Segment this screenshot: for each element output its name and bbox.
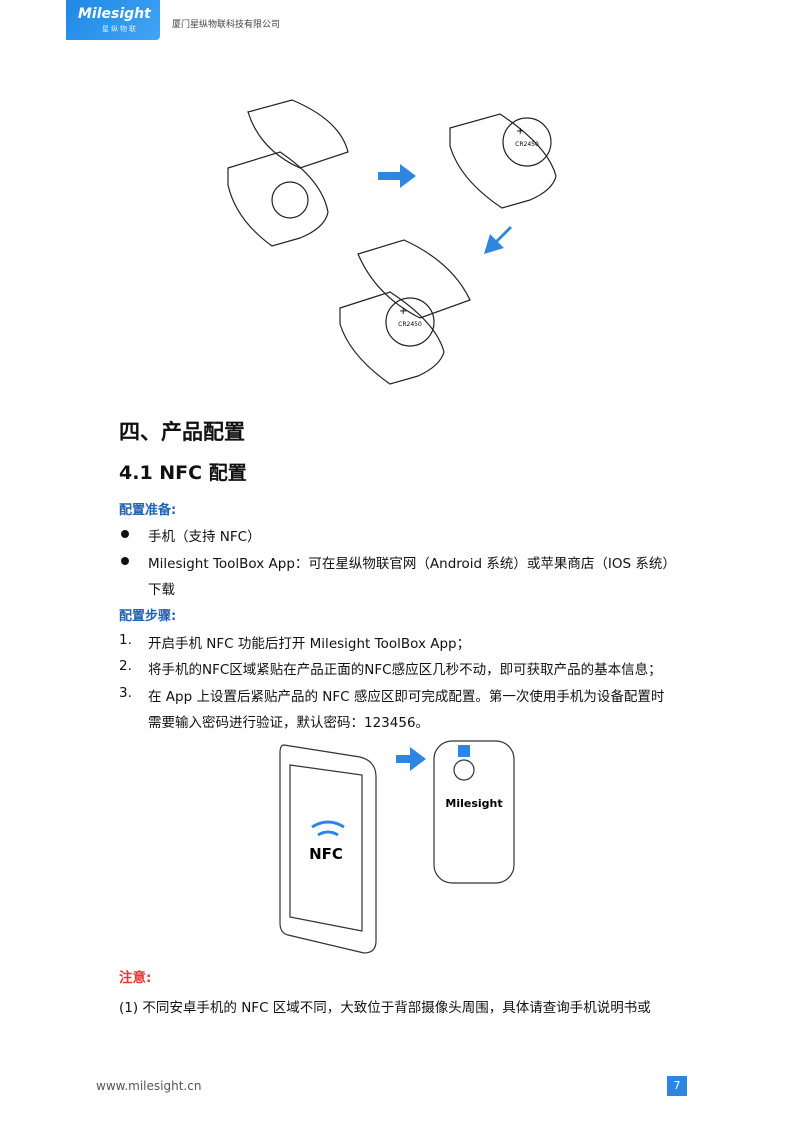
- bullet: [121, 557, 129, 565]
- battery-3: [385, 297, 435, 347]
- step-num-1: 1.: [119, 632, 132, 648]
- logo-subtext: 星纵物联: [102, 25, 138, 33]
- step-3-cont: 需要输入密码进行验证，默认密码：123456。: [148, 715, 430, 731]
- note-line-1: (1) 不同安卓手机的 NFC 区域不同，大致位于背部摄像头周围，具体请查询手机…: [119, 1000, 651, 1016]
- page-number: 7: [667, 1076, 687, 1096]
- device-brand: Milesight: [445, 797, 502, 810]
- step-3: 在 App 上设置后紧贴产品的 NFC 感应区即可完成配置。第一次使用手机为设备…: [148, 689, 665, 705]
- battery-install-diagram: CR2450 CR2450 + +: [227, 99, 557, 385]
- case-1: [227, 151, 329, 247]
- plus-sign-3: +: [399, 306, 407, 317]
- device-button: [453, 759, 475, 781]
- cover-1: [247, 99, 349, 169]
- nfc-waves-icon: [311, 820, 345, 837]
- arrow-right-icon: [378, 164, 416, 188]
- battery-2: [502, 117, 552, 167]
- footer-url: www.milesight.cn: [96, 1079, 202, 1093]
- nfc-pairing-illustration: NFC Milesight: [279, 740, 515, 954]
- arrow-right-icon: [396, 747, 426, 771]
- prep-item-1: 手机（支持 NFC）: [148, 529, 261, 545]
- logo: Milesight 星纵物联: [66, 0, 160, 40]
- bullet: [121, 530, 129, 538]
- phone-body: [279, 744, 377, 954]
- case-3: [339, 291, 445, 385]
- prep-heading: 配置准备:: [119, 503, 177, 518]
- section-title: 四、产品配置: [119, 420, 245, 444]
- step-2: 将手机的NFC区域紧贴在产品正面的NFC感应区几秒不动，即可获取产品的基本信息；: [148, 662, 662, 678]
- step-num-2: 2.: [119, 658, 132, 674]
- step-1: 开启手机 NFC 功能后打开 Milesight ToolBox App；: [148, 636, 471, 652]
- nfc-logo-icon: [458, 745, 470, 757]
- phone-nfc-label: NFC: [309, 845, 343, 863]
- battery-label-3: CR2450: [398, 321, 422, 328]
- prep-item-2: Milesight ToolBox App：可在星纵物联官网（Android 系…: [148, 556, 676, 572]
- step-num-3: 3.: [119, 685, 132, 701]
- plus-sign-2: +: [516, 126, 524, 137]
- company-name: 厦门星纵物联科技有限公司: [172, 20, 281, 30]
- phone-screen: [289, 764, 363, 932]
- battery-label-2: CR2450: [515, 141, 539, 148]
- arrow-down-left-icon: [484, 226, 512, 254]
- logo-text: Milesight: [78, 6, 151, 22]
- prep-item-2-cont: 下载: [148, 582, 175, 598]
- subsection-title: 4.1 NFC 配置: [119, 462, 247, 484]
- note-title: 注意:: [119, 970, 152, 986]
- case-2: [449, 113, 557, 209]
- steps-heading: 配置步骤:: [119, 609, 177, 624]
- device-body: [433, 740, 515, 884]
- cover-3: [357, 239, 471, 319]
